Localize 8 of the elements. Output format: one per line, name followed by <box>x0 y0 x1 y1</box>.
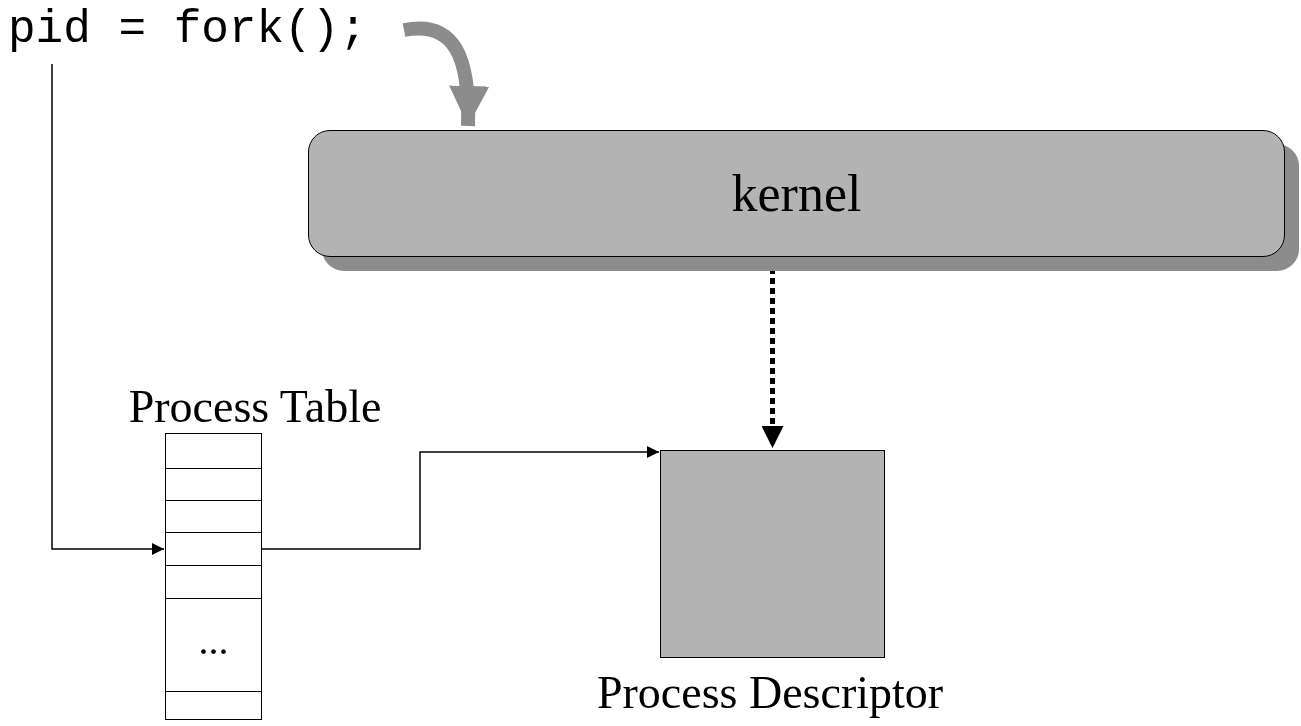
ellipsis-text: ... <box>197 621 230 661</box>
node-label: Process Descriptor <box>595 666 945 720</box>
table-heading: Process Table <box>127 381 383 433</box>
arrow <box>261 446 660 550</box>
arrow <box>51 63 165 555</box>
code-text: pid = fork(); <box>8 4 408 60</box>
node-label: kernel <box>731 164 862 223</box>
table-row <box>165 532 262 566</box>
